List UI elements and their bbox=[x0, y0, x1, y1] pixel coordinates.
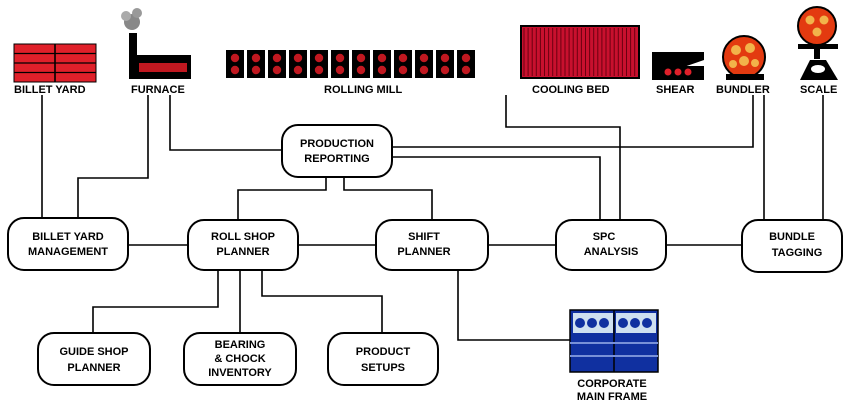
bundle-tagging-box: BUNDLE TAGGING bbox=[741, 219, 843, 273]
mill-roll bbox=[398, 53, 408, 63]
cooling-bed-icon bbox=[520, 25, 640, 79]
bundler-label: BUNDLER bbox=[716, 84, 770, 96]
svg-text:GUIDE SHOP: GUIDE SHOP bbox=[59, 346, 128, 358]
mill-stand bbox=[394, 50, 412, 78]
spc-analysis-box: SPC ANALYSIS bbox=[555, 219, 667, 271]
mill-stand bbox=[310, 50, 328, 78]
mill-roll bbox=[440, 65, 450, 75]
mill-stand bbox=[226, 50, 244, 78]
mill-roll bbox=[251, 53, 261, 63]
furnace-label: FURNACE bbox=[131, 84, 185, 96]
shear-icon bbox=[652, 52, 704, 80]
bearing-chock-inventory-box: BEARING & CHOCK INVENTORY bbox=[183, 332, 297, 386]
mill-roll bbox=[293, 53, 303, 63]
mill-stand bbox=[436, 50, 454, 78]
scale-label: SCALE bbox=[800, 84, 837, 96]
svg-text:ROLL SHOP: ROLL SHOP bbox=[211, 231, 275, 243]
mill-stand bbox=[373, 50, 391, 78]
mill-stand bbox=[352, 50, 370, 78]
svg-text:PLANNER: PLANNER bbox=[67, 362, 120, 374]
billet-yard-label: BILLET YARD bbox=[14, 84, 86, 96]
svg-text:SHIFT: SHIFT bbox=[408, 231, 440, 243]
mill-stand bbox=[247, 50, 265, 78]
scale-icon bbox=[797, 6, 838, 80]
billet-yard-management-box: BILLET YARD MANAGEMENT bbox=[7, 217, 129, 271]
mill-roll bbox=[398, 65, 408, 75]
svg-text:BEARING: BEARING bbox=[215, 339, 266, 351]
guide-shop-planner-box: GUIDE SHOP PLANNER bbox=[37, 332, 151, 386]
svg-text:PRODUCTION: PRODUCTION bbox=[300, 138, 374, 150]
mill-roll bbox=[272, 65, 282, 75]
rolling-mill-icon bbox=[226, 50, 475, 78]
svg-text:PRODUCT: PRODUCT bbox=[356, 346, 411, 358]
cooling-bed-label: COOLING BED bbox=[532, 84, 610, 96]
roll-shop-planner-box: ROLL SHOP PLANNER bbox=[187, 219, 299, 271]
mill-roll bbox=[335, 53, 345, 63]
mill-stand bbox=[415, 50, 433, 78]
corporate-main-frame-icon bbox=[569, 309, 659, 373]
corporate-main-frame-label-2: MAIN FRAME bbox=[577, 391, 647, 403]
furnace-icon bbox=[121, 8, 191, 79]
connectors bbox=[41, 95, 824, 341]
svg-text:PLANNER: PLANNER bbox=[216, 246, 269, 258]
shear-label: SHEAR bbox=[656, 84, 695, 96]
mill-roll bbox=[230, 53, 240, 63]
mill-roll bbox=[377, 53, 387, 63]
mill-roll bbox=[335, 65, 345, 75]
mill-roll bbox=[377, 65, 387, 75]
mill-roll bbox=[272, 53, 282, 63]
mill-roll bbox=[461, 53, 471, 63]
mill-roll bbox=[314, 53, 324, 63]
svg-text:SPC: SPC bbox=[593, 231, 616, 243]
rolling-mill-label: ROLLING MILL bbox=[324, 84, 402, 96]
mill-roll bbox=[314, 65, 324, 75]
mill-roll bbox=[461, 65, 471, 75]
mill-roll bbox=[230, 65, 240, 75]
shift-planner-box: SHIFT PLANNER bbox=[375, 219, 489, 271]
billet-yard-icon bbox=[13, 43, 97, 83]
bundler-icon bbox=[722, 35, 766, 80]
mill-stand bbox=[457, 50, 475, 78]
corporate-main-frame-label-1: CORPORATE bbox=[577, 378, 646, 390]
mill-roll bbox=[440, 53, 450, 63]
svg-text:SETUPS: SETUPS bbox=[361, 362, 405, 374]
mill-roll bbox=[251, 65, 261, 75]
svg-text:BUNDLE: BUNDLE bbox=[769, 231, 815, 243]
svg-text:REPORTING: REPORTING bbox=[304, 153, 369, 165]
product-setups-box: PRODUCT SETUPS bbox=[327, 332, 439, 386]
mill-stand bbox=[289, 50, 307, 78]
mill-roll bbox=[419, 53, 429, 63]
svg-text:PLANNER: PLANNER bbox=[397, 246, 450, 258]
production-reporting-box: PRODUCTION REPORTING bbox=[281, 124, 393, 178]
svg-text:ANALYSIS: ANALYSIS bbox=[584, 246, 639, 258]
svg-text:INVENTORY: INVENTORY bbox=[208, 367, 272, 379]
svg-text:BILLET YARD: BILLET YARD bbox=[32, 231, 104, 243]
svg-text:MANAGEMENT: MANAGEMENT bbox=[28, 246, 108, 258]
mill-roll bbox=[293, 65, 303, 75]
svg-text:& CHOCK: & CHOCK bbox=[214, 353, 265, 365]
mill-roll bbox=[419, 65, 429, 75]
mill-roll bbox=[356, 53, 366, 63]
mill-stand bbox=[268, 50, 286, 78]
mill-stand bbox=[331, 50, 349, 78]
mill-roll bbox=[356, 65, 366, 75]
svg-text:TAGGING: TAGGING bbox=[772, 247, 823, 259]
